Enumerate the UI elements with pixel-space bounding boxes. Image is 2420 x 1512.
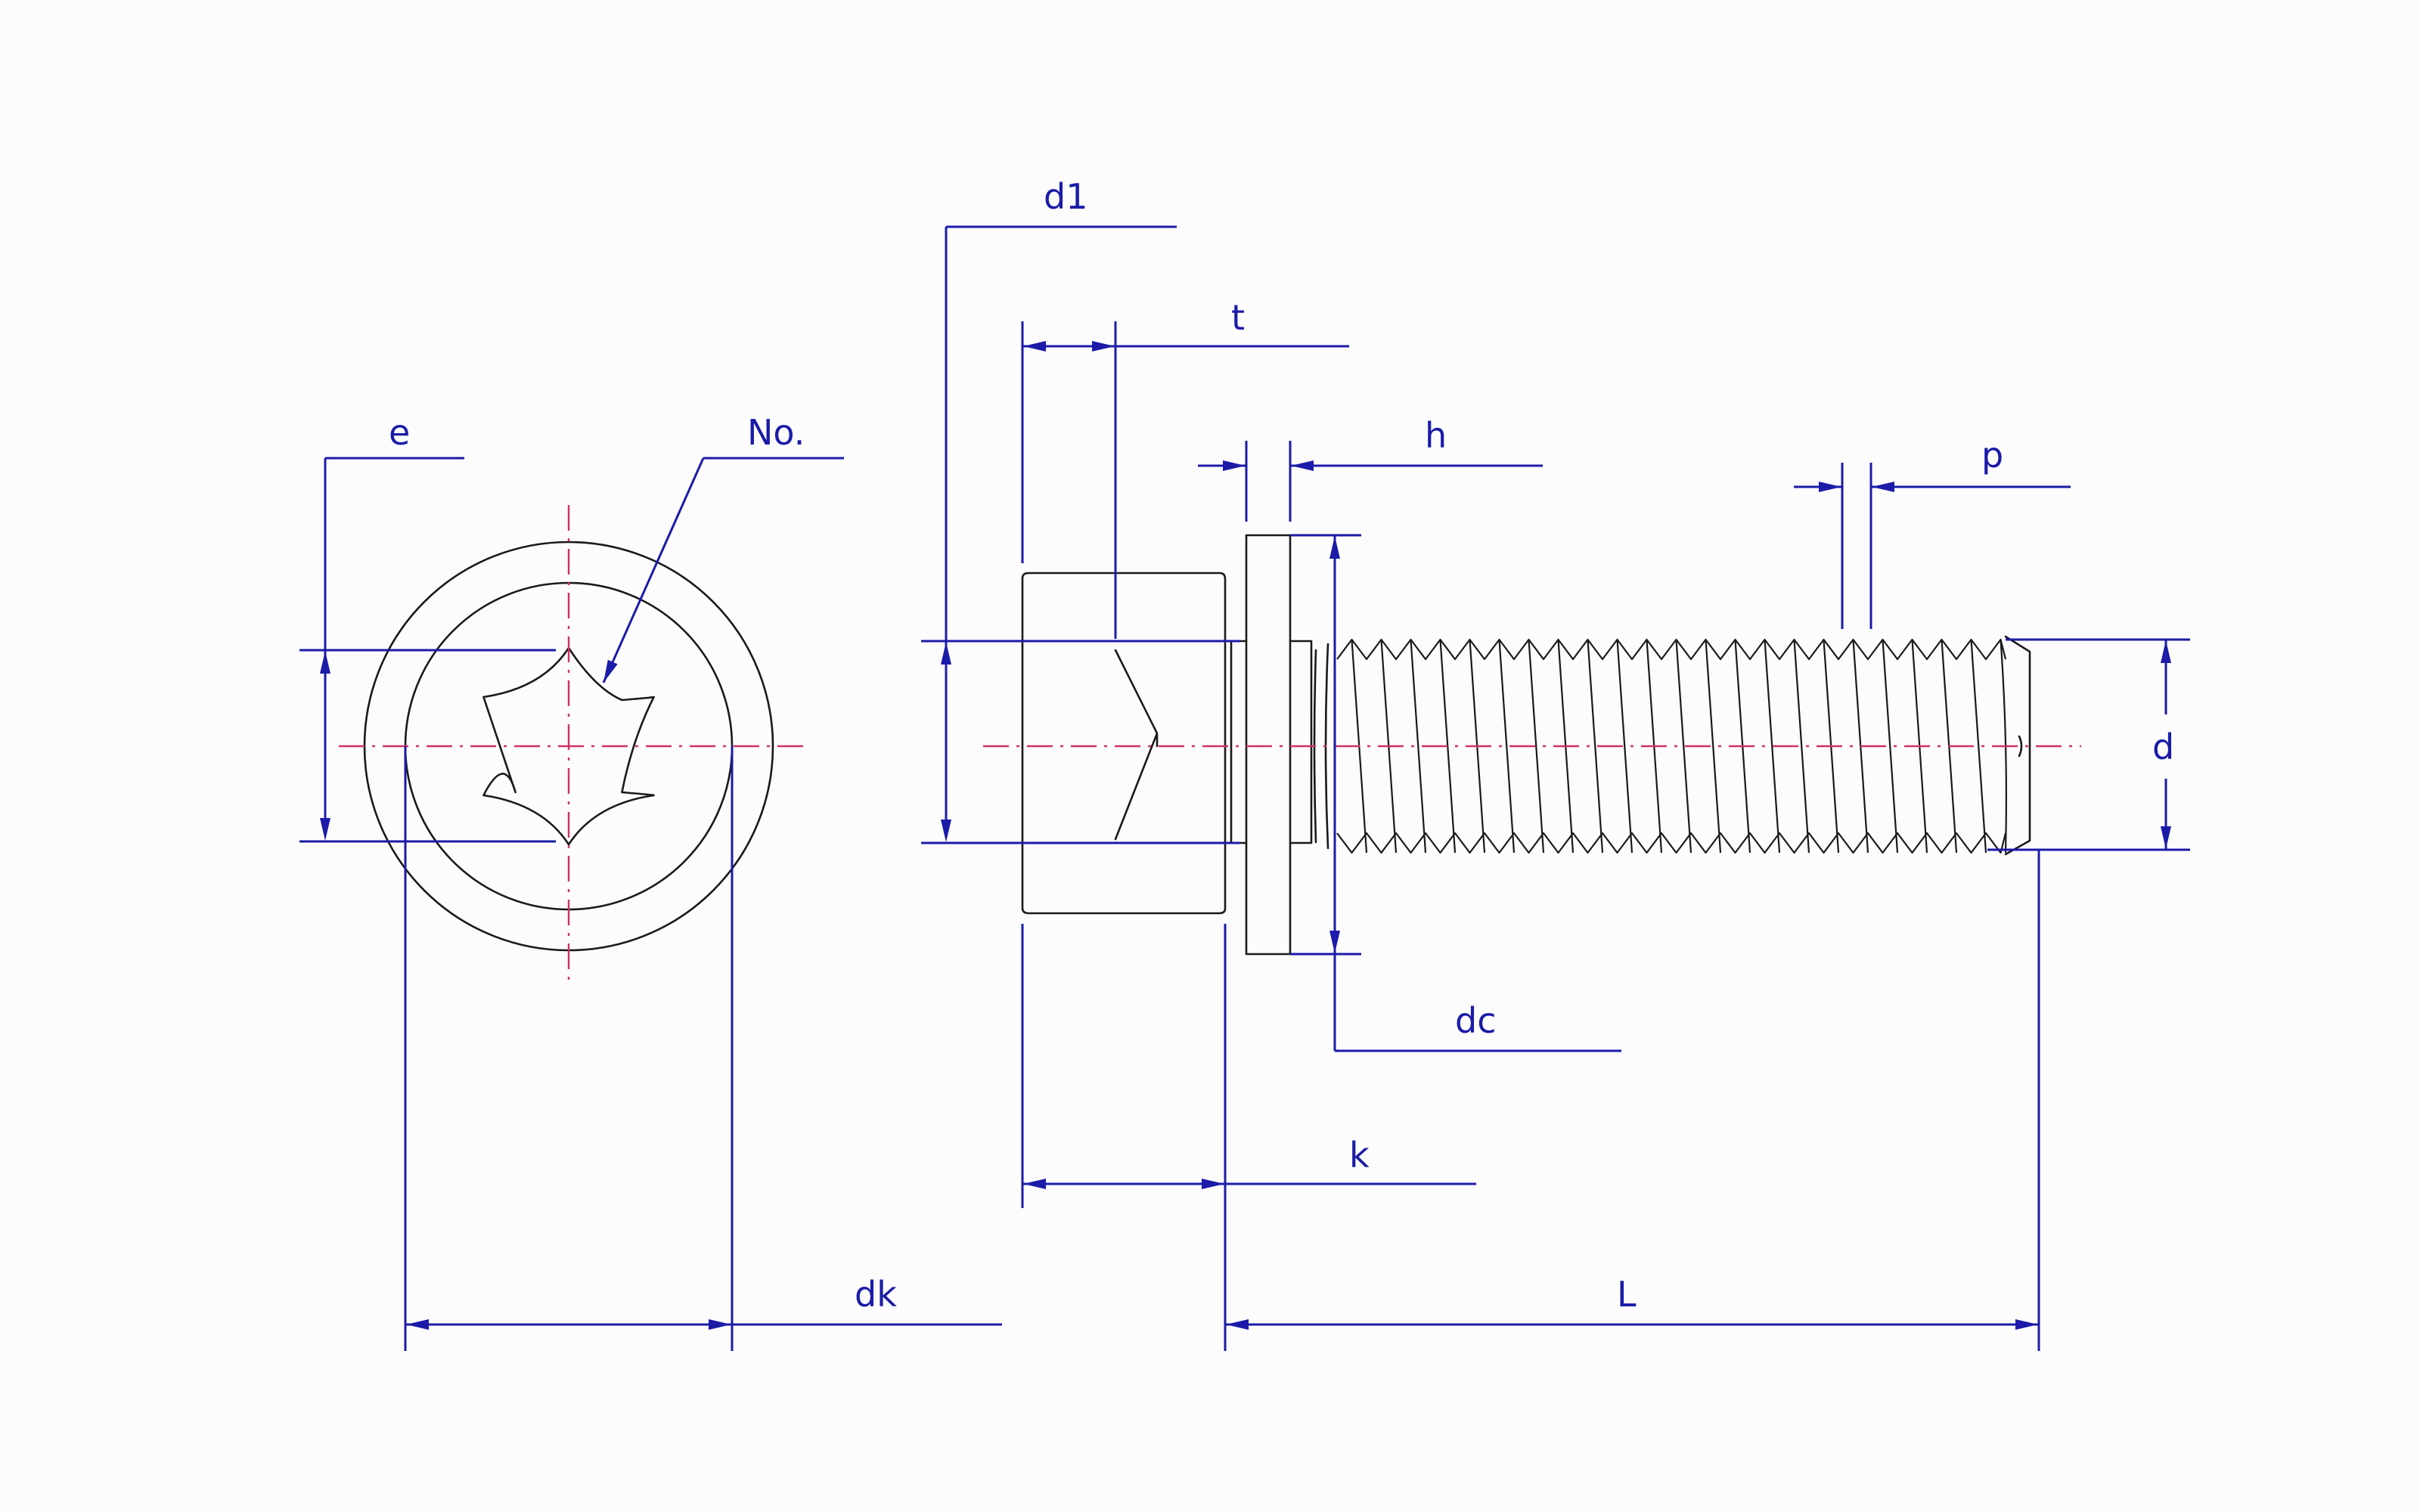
dim-dc xyxy=(1290,534,1621,1052)
thread-flank xyxy=(1705,639,1722,854)
thread-flank xyxy=(1793,639,1810,854)
flange xyxy=(1245,534,1292,956)
label-p: p xyxy=(1981,435,2003,476)
dim-k xyxy=(1021,924,1476,1351)
thread-flank xyxy=(1675,639,1692,854)
side-view xyxy=(921,225,2190,1351)
label-e: e xyxy=(389,412,410,453)
thread-flank xyxy=(1439,639,1457,854)
label-d1: d1 xyxy=(1044,176,1087,217)
head-neck xyxy=(1224,640,1248,844)
label-h: h xyxy=(1425,415,1447,456)
dim-L xyxy=(1225,850,2040,1351)
thread-flank xyxy=(1882,639,1899,854)
dim-p xyxy=(1794,463,2071,629)
screw-head xyxy=(1021,572,1227,915)
label-no: No. xyxy=(747,412,805,453)
front-view xyxy=(299,457,1002,1351)
thread-flank xyxy=(1498,639,1516,854)
torx-recess xyxy=(482,646,655,846)
label-dk: dk xyxy=(855,1274,897,1315)
thread-flank xyxy=(1970,639,1987,854)
label-L: L xyxy=(1617,1274,1637,1315)
dim-d xyxy=(1987,638,2190,851)
thread-flank xyxy=(1587,639,1604,854)
dim-d1 xyxy=(921,225,1240,844)
label-t: t xyxy=(1231,297,1245,338)
thread-flank xyxy=(1764,639,1781,854)
dim-e xyxy=(299,457,556,843)
dim-dk xyxy=(404,746,1002,1351)
thread-flank xyxy=(1528,639,1545,854)
recess-profile xyxy=(1114,649,1159,841)
dim-h xyxy=(1198,441,1543,522)
thread-flank xyxy=(1410,639,1427,854)
flange-neck xyxy=(1289,640,1313,844)
dim-t xyxy=(1021,321,1349,639)
label-d: d xyxy=(2152,727,2174,767)
thread-flank xyxy=(1616,639,1634,854)
dimension-labels: e No. dk d1 t h p d dc k L xyxy=(389,176,2174,1315)
label-k: k xyxy=(1349,1135,1370,1176)
label-dc: dc xyxy=(1455,1000,1497,1041)
leader-no xyxy=(598,457,844,685)
